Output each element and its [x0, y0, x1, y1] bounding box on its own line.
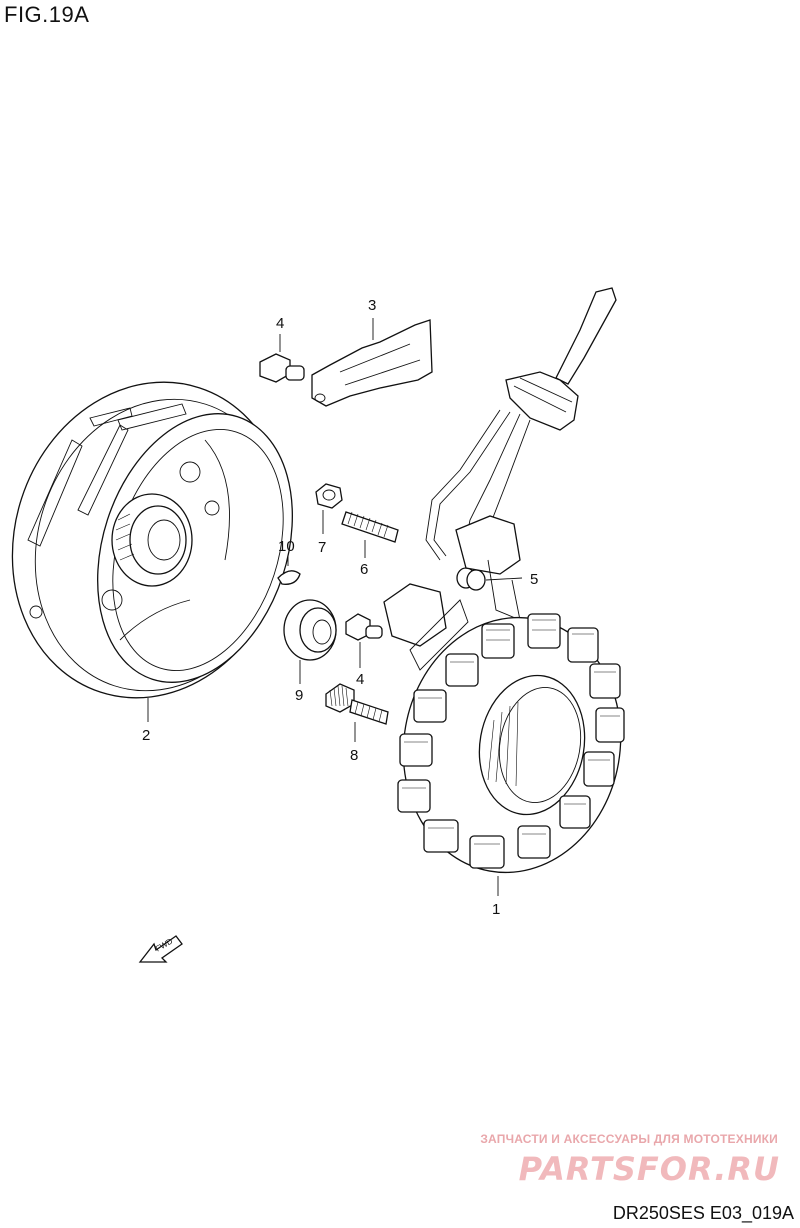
washer-drawing: [283, 599, 337, 684]
key-drawing: [277, 556, 301, 585]
part-label-7: 7: [318, 539, 326, 556]
figure-code: DR250SES E03_019A: [612, 1203, 794, 1223]
bolt-lower-drawing: [345, 613, 383, 668]
part-label-1: 1: [492, 901, 500, 918]
part-label-4-upper: 4: [276, 315, 284, 332]
fwd-arrow-icon: FWD: [138, 935, 183, 963]
part-label-8: 8: [350, 747, 358, 764]
part-label-9: 9: [295, 687, 303, 704]
screw-drawing: [325, 683, 389, 742]
watermark-logo: PARTSFOR.RU: [518, 1150, 780, 1188]
watermark-tagline: ЗАПЧАСТИ И АКСЕССУАРЫ ДЛЯ МОТОТЕХНИКИ: [480, 1132, 778, 1146]
part-label-2: 2: [142, 727, 150, 744]
nut-drawing: [315, 483, 343, 534]
part-label-4-lower: 4: [356, 671, 364, 688]
part-label-10: 10: [278, 538, 295, 555]
bolt-upper-drawing: [259, 334, 305, 383]
part-labels: 1 2 3 4 4 5 6 7 8 9 10: [142, 297, 538, 918]
stator-drawing: [383, 287, 625, 896]
part-label-3: 3: [368, 297, 376, 314]
bracket-drawing: [311, 318, 433, 407]
figure-title: FIG.19A: [4, 2, 90, 27]
stud-bolt-drawing: [341, 511, 399, 558]
part-label-6: 6: [360, 561, 368, 578]
part-label-5: 5: [530, 571, 538, 588]
flywheel-rotor-drawing: [11, 381, 293, 722]
